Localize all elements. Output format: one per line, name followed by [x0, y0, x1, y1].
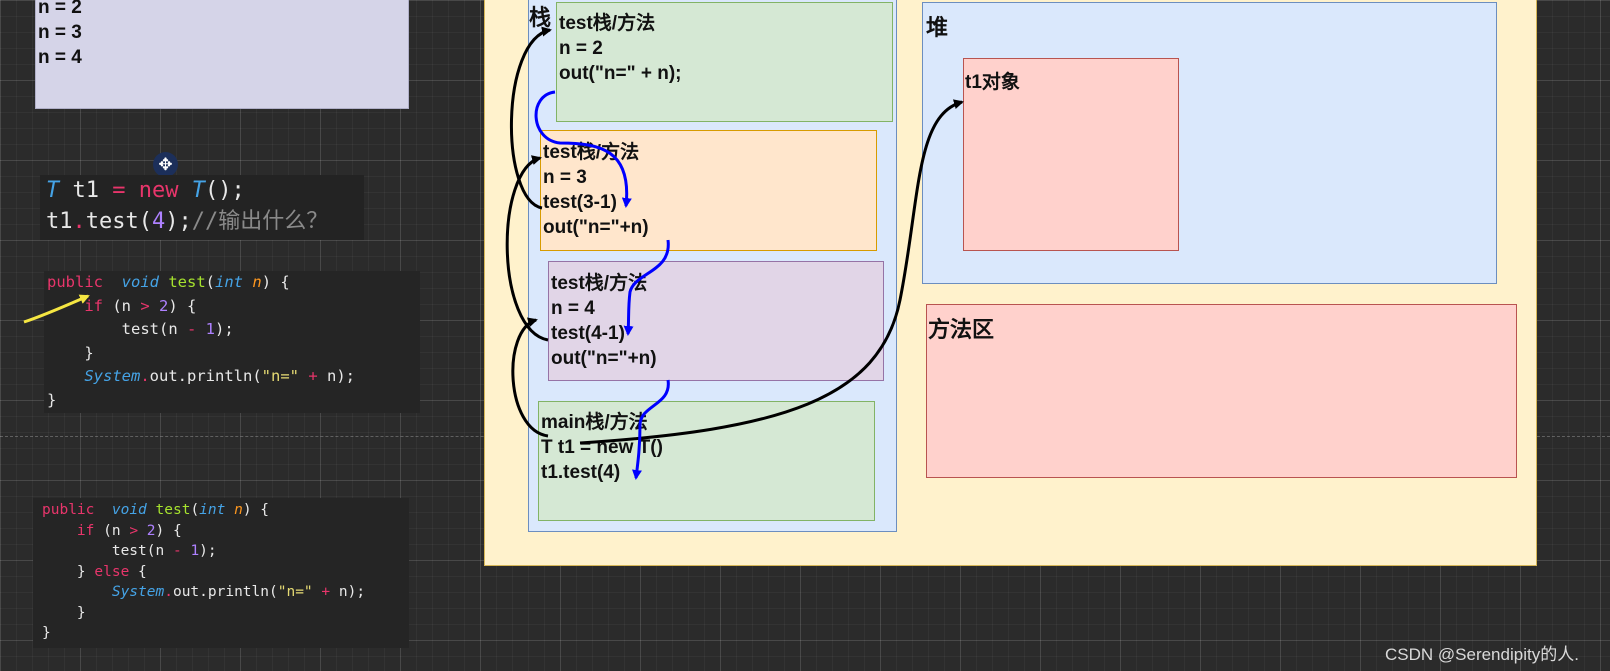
code-call-panel: T t1 = new T(); t1.test(4);//输出什么？: [40, 175, 364, 240]
frame-line: out("n="+n): [551, 348, 657, 369]
frame-line: out("n=" + n);: [559, 63, 682, 84]
frame-title: main栈/方法: [541, 412, 648, 433]
method-area: [926, 304, 1517, 478]
stack-frame-test-n3: test栈/方法 n = 3 test(3-1) out("n="+n): [540, 130, 877, 251]
code-recursive-panel: public void test(int n) { if (n > 2) { t…: [44, 271, 420, 413]
frame-title: test栈/方法: [551, 273, 648, 294]
output-line: n = 4: [38, 47, 82, 68]
frame-line: out("n="+n): [543, 217, 649, 238]
stack-frame-test-n4: test栈/方法 n = 4 test(4-1) out("n="+n): [548, 261, 884, 381]
output-line: n = 3: [38, 22, 82, 43]
frame-line: n = 4: [551, 298, 595, 319]
heap-label: 堆: [926, 15, 949, 40]
code-else-panel: public void test(int n) { if (n > 2) { t…: [33, 498, 409, 648]
frame-line: test(4-1): [551, 323, 625, 344]
frame-line: test(3-1): [543, 192, 617, 213]
method-area-label: 方法区: [928, 317, 995, 342]
stack-label: 栈: [529, 5, 552, 30]
frame-line: n = 2: [559, 38, 603, 59]
heap-object-t1: [963, 58, 1179, 251]
frame-line: t1.test(4): [541, 462, 621, 483]
stack-frame-test-n2: test栈/方法 n = 2 out("n=" + n);: [556, 2, 893, 122]
heap-object-label: t1对象: [965, 72, 1020, 93]
watermark: CSDN @Serendipity的人.: [1385, 645, 1579, 664]
frame-line: T t1 = new T(): [541, 437, 663, 458]
stack-frame-main: main栈/方法 T t1 = new T() t1.test(4): [538, 401, 875, 521]
frame-title: test栈/方法: [543, 142, 640, 163]
frame-title: test栈/方法: [559, 13, 656, 34]
output-box: n = 2 n = 3 n = 4: [35, 0, 409, 109]
move-icon[interactable]: ✥: [153, 152, 178, 177]
output-line: n = 2: [38, 0, 82, 18]
frame-line: n = 3: [543, 167, 587, 188]
